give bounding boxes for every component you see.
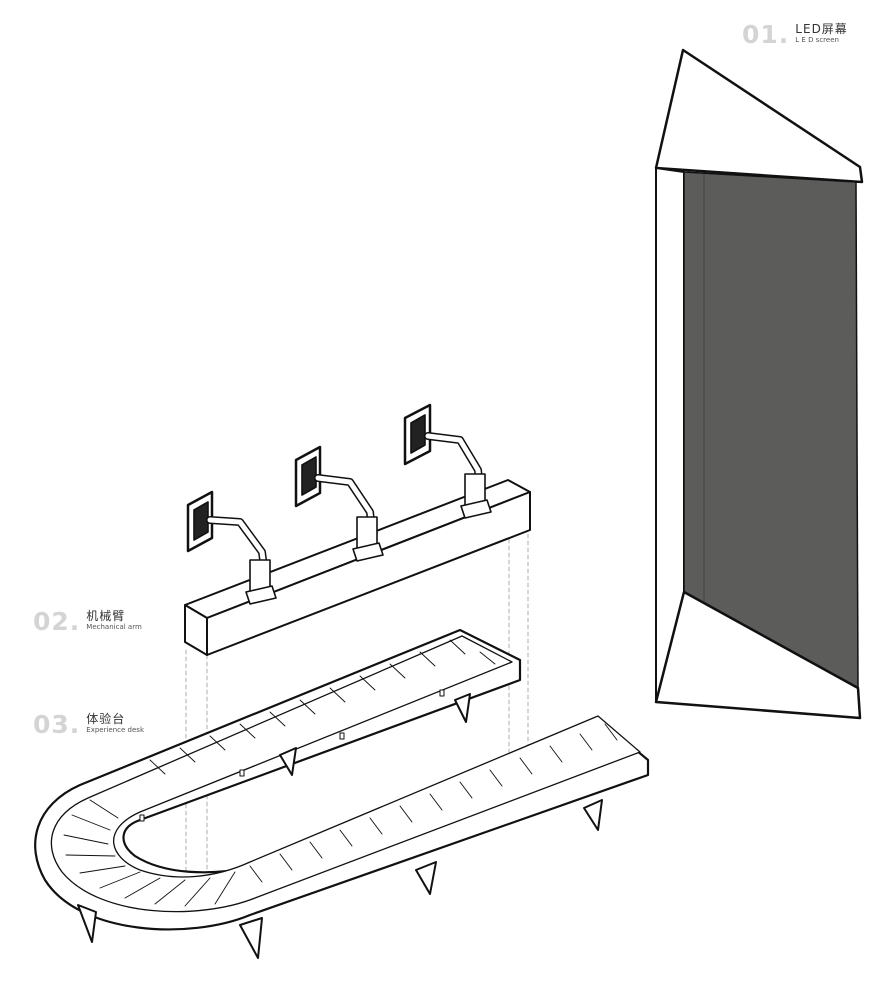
label-english: L E D screen xyxy=(795,36,848,45)
label-number: 02. xyxy=(33,609,80,635)
label-english: Mechanical arm xyxy=(86,623,141,632)
label-chinese: 机械臂 xyxy=(86,609,141,623)
label-experience-desk: 03. 体验台 Experience desk xyxy=(33,712,144,738)
label-number: 03. xyxy=(33,712,80,738)
robot-arm-3 xyxy=(405,405,491,518)
experience-desk xyxy=(35,630,648,958)
robot-arm-2 xyxy=(296,447,383,561)
label-mechanical-arm: 02. 机械臂 Mechanical arm xyxy=(33,609,142,635)
mechanical-arm-assembly xyxy=(185,405,530,655)
label-number: 01. xyxy=(742,22,789,48)
led-screen xyxy=(656,50,862,718)
label-english: Experience desk xyxy=(86,726,144,735)
label-led-screen: 01. LED屏幕 L E D screen xyxy=(742,22,848,48)
label-chinese: LED屏幕 xyxy=(795,22,848,36)
label-chinese: 体验台 xyxy=(86,712,144,726)
